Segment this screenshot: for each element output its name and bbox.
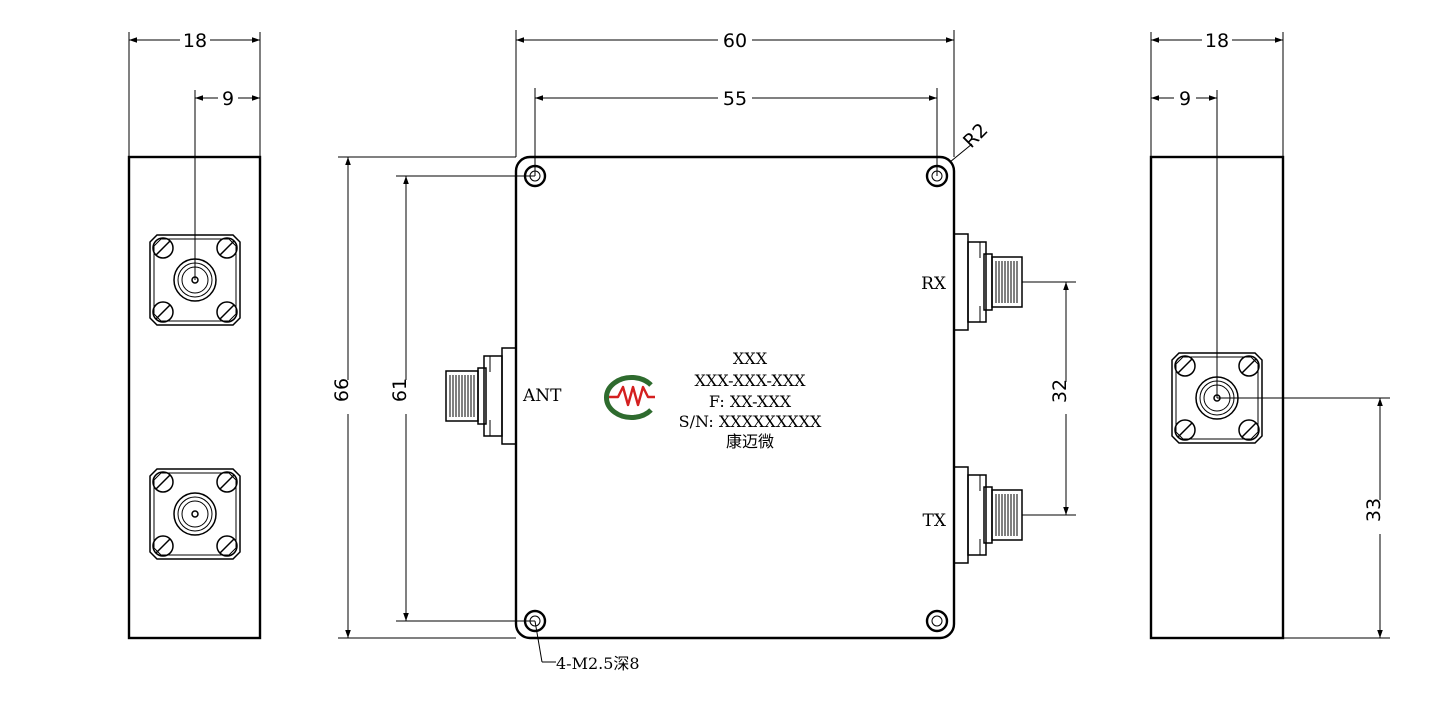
cmw-logo	[603, 375, 655, 420]
label-line-brand: 康迈微	[726, 432, 774, 451]
product-label: XXX XXX-XXX-XXX F: XX-XXX S/N: XXXXXXXXX…	[679, 349, 822, 451]
holes-note: 4-M2.5深8	[556, 654, 640, 673]
right-width-dim: 18	[1205, 30, 1229, 52]
port-spacing-dim: 32	[1049, 379, 1071, 403]
left-flange-connector-top	[149, 234, 241, 326]
ant-port-label: ANT	[522, 386, 562, 406]
left-width-dim: 18	[183, 30, 207, 52]
front-height-dim: 66	[331, 378, 353, 402]
hole-spacing-x-dim: 55	[723, 88, 747, 110]
hole-spacing-y-dim: 61	[389, 378, 411, 402]
label-line-serial: S/N: XXXXXXXXX	[679, 412, 822, 431]
left-side-view: 18 9	[127, 30, 262, 640]
tx-connector	[953, 466, 1023, 564]
screw-icon	[152, 471, 238, 557]
front-view: 60 55 R2 66 61	[331, 30, 1076, 673]
ant-connector	[445, 347, 517, 445]
left-flange-connector-bottom	[149, 468, 241, 560]
label-line-frequency: F: XX-XXX	[709, 392, 792, 411]
rx-port-label: RX	[921, 274, 947, 294]
corner-radius-dim: R2	[959, 119, 992, 152]
right-half-dim: 9	[1179, 88, 1191, 110]
tx-port-label: TX	[923, 511, 947, 531]
label-line-model: XXX	[733, 349, 768, 368]
front-width-dim: 60	[723, 30, 747, 52]
screw-icon	[1174, 355, 1260, 441]
screw-icon	[152, 237, 238, 323]
right-port-height-dim: 33	[1363, 498, 1385, 522]
rx-connector	[953, 233, 1023, 331]
left-half-dim: 9	[222, 88, 234, 110]
label-line-part-number: XXX-XXX-XXX	[694, 371, 806, 390]
right-side-view: 18 9 33	[1149, 30, 1390, 640]
